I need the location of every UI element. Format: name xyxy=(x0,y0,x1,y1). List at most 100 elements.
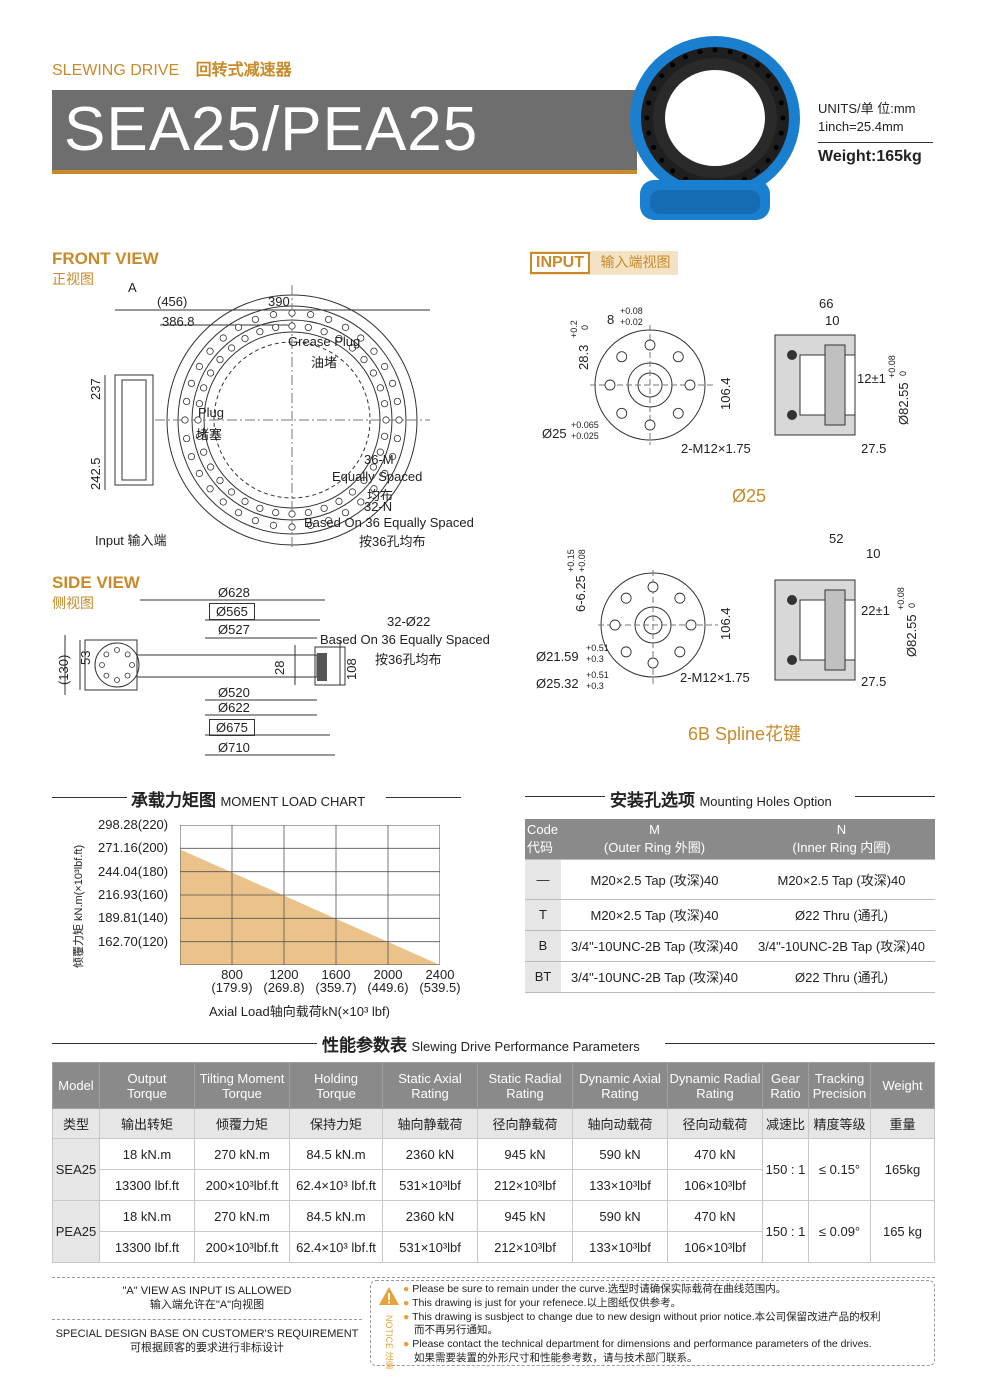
perf-header: Weight xyxy=(870,1062,935,1109)
inner-bolt-hole xyxy=(200,448,208,456)
model-title: SEA25/PEA25 xyxy=(64,95,479,164)
mount-header-n: N(Inner Ring 内圈) xyxy=(748,819,935,860)
perf-cn-header: 类型 xyxy=(52,1108,100,1139)
hub-hole xyxy=(114,647,120,653)
flange-hole xyxy=(604,379,616,391)
outer-bolt-hole xyxy=(269,311,278,319)
notice-label: NOTICE 注意 xyxy=(384,1315,394,1370)
front-dim-386: 386.8 xyxy=(162,314,195,329)
outer-bolt-hole xyxy=(251,516,260,525)
flange-hole xyxy=(644,339,656,351)
outer-bolt-hole xyxy=(395,416,403,424)
b-d21-tol-dn: +0.3 xyxy=(586,654,604,664)
bolt-hole xyxy=(765,157,771,163)
front-dim-390: 390 xyxy=(268,294,290,309)
flange-hole xyxy=(672,351,684,363)
bolt-hole xyxy=(773,85,779,91)
outer-bolt-hole xyxy=(219,334,227,342)
input-view-title: INPUT 输入端视图 xyxy=(530,251,679,275)
inner-bolt-hole xyxy=(360,355,368,364)
y-tick-label: 216.93(160) xyxy=(98,887,169,902)
flange-hole xyxy=(647,657,659,669)
outer-bolt-hole xyxy=(388,452,397,461)
chart-xlabel: Axial Load轴向载荷kN(×10³ lbf) xyxy=(209,1004,390,1019)
perf-cell: 18 kN.m xyxy=(99,1200,195,1232)
side-d527: Ø527 xyxy=(218,622,250,637)
a-h: 28.3 xyxy=(576,344,591,370)
mount-m: M20×2.5 Tap (攻深)40 xyxy=(561,859,748,900)
side-h108: 108 xyxy=(344,658,359,680)
a-d82-tol-dn: 0 xyxy=(898,370,908,376)
inch-text: 1inch=25.4mm xyxy=(818,119,904,134)
perf-cn-header: 径向动载荷 xyxy=(667,1108,763,1139)
outer-bolt-hole xyxy=(388,379,397,388)
bolt-hole xyxy=(773,145,779,151)
a-bore-tol-up: +0.065 xyxy=(571,420,599,430)
side-view-title: SIDE VIEW 侧视图 xyxy=(52,573,140,613)
flange-hole xyxy=(672,407,684,419)
a-d82-tol-up: +0.08 xyxy=(887,355,897,378)
perf-ratio: 150 : 1 xyxy=(762,1138,809,1201)
note-item: ● This drawing is susbject to change due… xyxy=(403,1310,881,1323)
a-pcd: 106.4 xyxy=(718,377,733,410)
perf-cell: 200×10³lbf.ft xyxy=(194,1169,290,1201)
inner-bolt-hole xyxy=(227,488,236,496)
b-tap: 2-M12×1.75 xyxy=(680,670,750,685)
flange-hole xyxy=(616,351,628,363)
perf-weight: 165kg xyxy=(870,1138,935,1201)
b-d21-tol-up: +0.51 xyxy=(586,643,609,653)
based-on-cn: 按36孔均布 xyxy=(359,534,426,549)
category-en: SLEWING DRIVE xyxy=(52,62,180,79)
bolt-hole xyxy=(659,73,665,79)
outer-bolt-hole xyxy=(269,521,278,529)
mount-n: 3/4"-10UNC-2B Tap (攻深)40 xyxy=(748,930,935,962)
outer-bolt-hole xyxy=(187,452,196,461)
side-h28: 28 xyxy=(272,660,287,675)
y-tick-label: 271.16(200) xyxy=(98,840,169,856)
inner-bolt-hole xyxy=(195,432,204,440)
b-d21: Ø21.59 xyxy=(536,649,579,664)
outer-bolt-hole xyxy=(393,397,401,406)
perf-cell: 13300 lbf.ft xyxy=(99,1169,195,1201)
plug-cn: 堵塞 xyxy=(196,427,223,442)
performance-title-cn: 性能参数表 xyxy=(322,1036,407,1055)
mount-n: Ø22 Thru (通孔) xyxy=(748,961,935,993)
hub-hole xyxy=(103,651,110,658)
x-tick-label: 800(179.9) xyxy=(211,967,253,995)
inner-bolt-hole xyxy=(216,355,224,364)
equally-spaced-cn: 均布 xyxy=(367,488,394,503)
b-22: 22±1 xyxy=(861,603,890,618)
based-on-en: Based On 36 Equally Spaced xyxy=(304,515,474,530)
inner-bolt-hole xyxy=(335,334,343,343)
model-name: PEA25 xyxy=(52,1200,100,1263)
inner-bolt-hole xyxy=(272,508,280,517)
b-52: 52 xyxy=(829,531,844,546)
y-tick-label: 162.70(120) xyxy=(98,933,169,949)
category-label: SLEWING DRIVE 回转式减速器 xyxy=(52,56,292,80)
mount-m: 3/4"-10UNC-2B Tap (攻深)40 xyxy=(561,961,748,993)
outer-bolt-hole xyxy=(288,523,296,531)
perf-cell: 200×10³lbf.ft xyxy=(194,1231,290,1263)
bolt-hole xyxy=(727,49,733,55)
perf-cn-header: 倾覆力矩 xyxy=(194,1108,290,1139)
inner-bolt-hole xyxy=(200,384,208,392)
inner-bolt-hole xyxy=(376,384,384,392)
a-d82: Ø82.55 xyxy=(896,382,911,425)
bolt-hole xyxy=(697,49,703,55)
inner-bolt-hole xyxy=(256,328,264,336)
outer-bolt-hole xyxy=(393,434,401,443)
side-d710: Ø710 xyxy=(218,740,250,755)
bolt-hole xyxy=(754,168,760,174)
perf-cell: 212×10³lbf xyxy=(477,1169,573,1201)
perf-cell: 2360 kN xyxy=(382,1200,478,1232)
perf-cn-header: 输出转矩 xyxy=(99,1108,195,1139)
outer-bolt-hole xyxy=(357,334,365,342)
outer-bolt-hole xyxy=(181,416,189,424)
outer-bolt-hole xyxy=(195,469,203,478)
